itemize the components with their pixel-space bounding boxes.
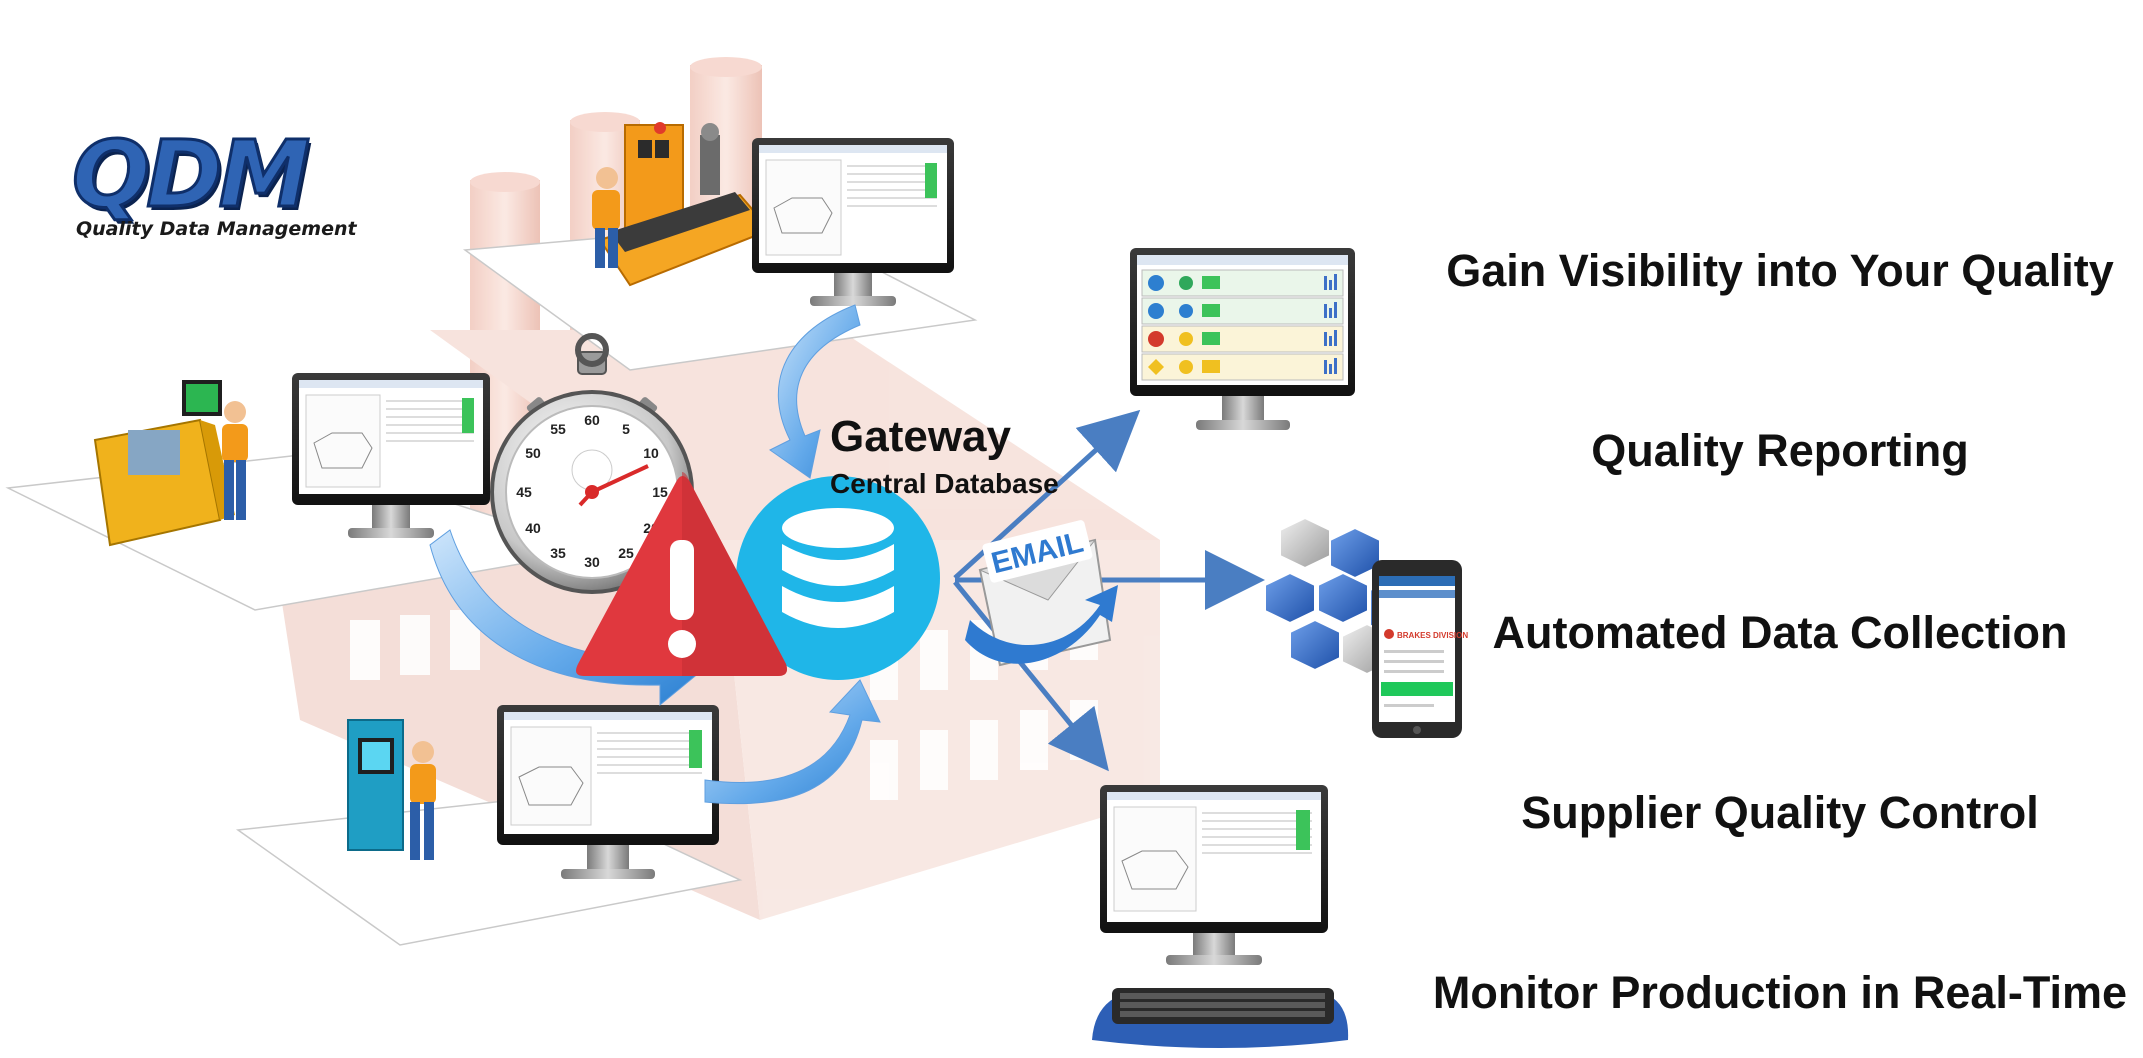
- chimney-top: [690, 57, 762, 77]
- keyboard: [1092, 988, 1349, 1048]
- monitor-bottom: [497, 705, 719, 879]
- operator-station-cnc: [93, 380, 248, 547]
- feature-supplier-quality: Supplier Quality Control: [1521, 787, 2039, 838]
- stopwatch-icon: 60 5 10 15 20 25 30 35 40 45 50 55: [490, 333, 694, 594]
- monitor-workstation: [1100, 785, 1328, 965]
- feature-reporting: Quality Reporting: [1591, 425, 1969, 476]
- dial-number: 5: [622, 421, 630, 437]
- database-icon: [736, 476, 940, 680]
- arrow-from-top-station: [769, 304, 861, 479]
- feature-monitor-production: Monitor Production in Real-Time: [1432, 967, 2128, 1018]
- warning-icon: [576, 472, 787, 676]
- email-icon: EMAIL: [965, 520, 1118, 667]
- dial-number: 25: [618, 545, 634, 561]
- dashboard-rows: [1141, 269, 1344, 381]
- dial-number: 35: [550, 545, 566, 561]
- monitor-dashboard: [1130, 248, 1355, 430]
- dial-number: 15: [652, 484, 668, 500]
- dial-number: 55: [550, 421, 566, 437]
- qdm-logo: QDM Quality Data Management: [71, 121, 382, 250]
- arrow-to-workstation: [953, 580, 1109, 772]
- logo-tagline: Quality Data Management: [76, 218, 357, 240]
- dial-number: 30: [584, 554, 600, 570]
- monitor-top: [752, 138, 954, 306]
- operator-station-kiosk: [347, 719, 436, 860]
- operator-station-conveyor: [592, 122, 772, 287]
- worker-figure: [592, 167, 620, 268]
- arrow-from-bottom-station: [704, 679, 881, 805]
- logo-brand: QDM: [71, 121, 312, 228]
- worker-figure: [222, 401, 248, 520]
- dial-number: 45: [516, 484, 532, 500]
- dial-number: 10: [643, 445, 659, 461]
- stopwatch-dial-numbers: 60 5 10 15 20 25 30 35 40 45 50 55: [516, 412, 668, 570]
- arrow-to-dashboard: [953, 409, 1141, 580]
- chimney-top: [570, 112, 640, 132]
- worker-figure: [410, 741, 436, 860]
- mobile-division-label: BRAKES DIVISION: [1397, 631, 1468, 640]
- feature-visibility: Gain Visibility into Your Quality: [1446, 245, 2114, 296]
- monitor-left: [292, 373, 490, 538]
- gateway-title: Gateway: [830, 412, 1011, 461]
- dial-number: 60: [584, 412, 600, 428]
- dial-number: 50: [525, 445, 541, 461]
- mobile-phone-icon: BRAKES DIVISION: [1372, 560, 1468, 738]
- chimney-top: [470, 172, 540, 192]
- dial-number: 40: [525, 520, 541, 536]
- gateway-subtitle: Central Database: [830, 468, 1059, 499]
- feature-data-collection: Automated Data Collection: [1492, 607, 2068, 658]
